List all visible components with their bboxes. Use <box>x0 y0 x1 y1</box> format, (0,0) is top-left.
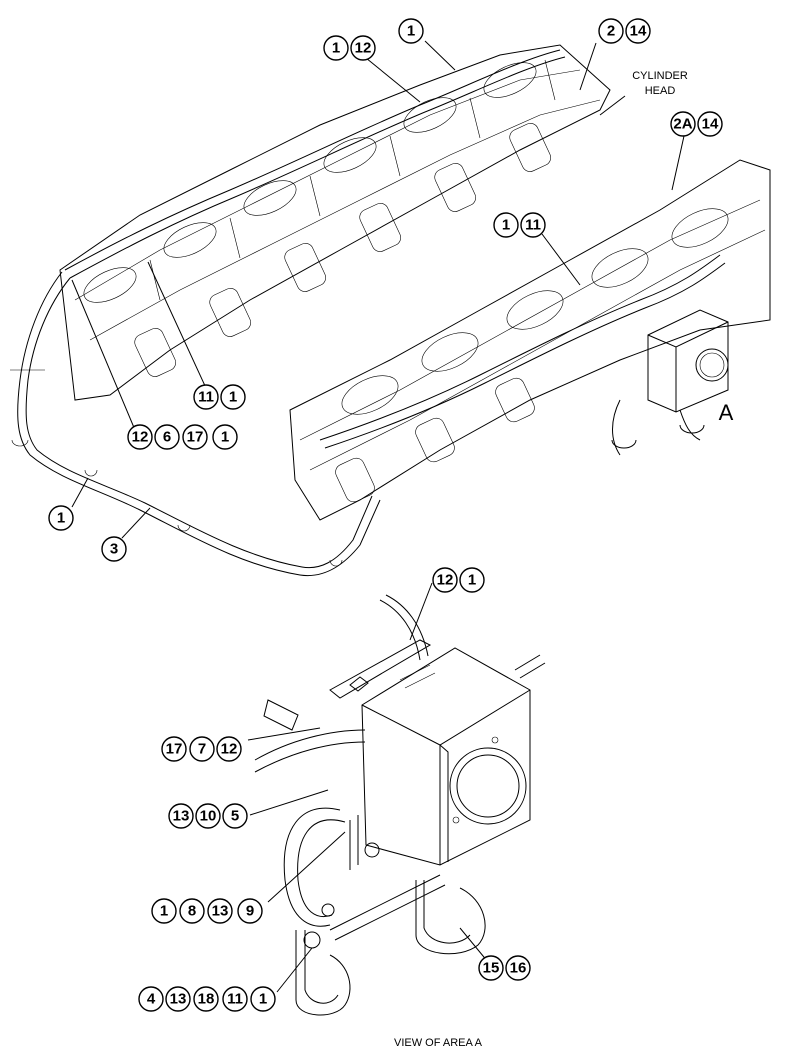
callout-text: 1 <box>502 217 510 234</box>
callout-detail-17-7-12: 17 7 12 <box>161 736 242 762</box>
callout-tube-1: 1 <box>48 505 74 531</box>
callout-text: 3 <box>110 541 118 558</box>
callout-text: 1 <box>468 572 476 589</box>
callout-text: 11 <box>525 217 541 234</box>
callout-text: 1 <box>332 40 340 57</box>
junction-box-small <box>611 309 729 456</box>
callout-text: 1 <box>160 903 168 920</box>
callout-text: 12 <box>221 741 238 758</box>
area-letter: A <box>719 400 734 425</box>
callout-2a-14: 2A 14 <box>670 111 723 137</box>
detail-view-line-art <box>254 594 546 1016</box>
callout-top-1-12: 1 12 <box>323 35 376 61</box>
callout-tube-3: 3 <box>101 536 127 562</box>
leader-lines <box>71 40 685 993</box>
callout-text: 13 <box>170 991 187 1008</box>
callout-detail-12-1: 12 1 <box>432 567 485 593</box>
callout-text: 17 <box>187 429 204 446</box>
callout-text: 13 <box>212 903 229 920</box>
callout-text: 2 <box>607 23 615 40</box>
callout-text: 1 <box>407 23 415 40</box>
cylinder-head-label: CYLINDER HEAD <box>632 70 688 97</box>
cylinder-head-label-line1: CYLINDER <box>632 70 688 82</box>
callout-text: 13 <box>173 808 190 825</box>
callout-text: 9 <box>246 903 254 920</box>
callout-text: 18 <box>198 991 215 1008</box>
view-caption: VIEW OF AREA A <box>394 1037 483 1049</box>
callout-text: 10 <box>200 808 217 825</box>
callout-text: 12 <box>437 572 454 589</box>
callout-11-1: 11 1 <box>193 384 246 410</box>
callout-text: 7 <box>198 741 206 758</box>
callout-text: 14 <box>630 23 647 40</box>
cylinder-head-label-line2: HEAD <box>645 85 676 97</box>
callout-top-1: 1 <box>398 18 424 44</box>
callout-text: 12 <box>132 429 149 446</box>
engine-line-art <box>10 44 771 577</box>
callout-text: 11 <box>227 991 243 1008</box>
callout-top-2-14: 2 14 <box>598 18 651 44</box>
callout-detail-1-8-13-9: 1 8 13 9 <box>151 898 263 924</box>
callout-text: 6 <box>163 429 171 446</box>
callout-text: 16 <box>510 960 527 977</box>
callout-text: 11 <box>198 389 214 406</box>
callout-text: 17 <box>166 741 183 758</box>
callout-text: 1 <box>229 389 237 406</box>
callout-1-11: 1 11 <box>493 212 546 238</box>
callout-text: 2A <box>673 116 692 133</box>
callout-text: 4 <box>147 991 156 1008</box>
callout-text: 1 <box>259 991 267 1008</box>
callout-text: 1 <box>57 510 65 527</box>
callout-text: 12 <box>355 40 372 57</box>
callout-detail-15-16: 15 16 <box>478 955 531 981</box>
callout-text: 8 <box>188 903 196 920</box>
callout-12-6-17-1: 12 6 17 1 <box>127 424 238 450</box>
callout-text: 1 <box>221 429 229 446</box>
callout-detail-4-13-18-11-1: 4 13 18 11 1 <box>138 986 276 1012</box>
callout-detail-13-10-5: 13 10 5 <box>168 803 248 829</box>
callout-text: 14 <box>702 116 719 133</box>
callout-text: 5 <box>231 808 239 825</box>
callout-text: 15 <box>483 960 500 977</box>
